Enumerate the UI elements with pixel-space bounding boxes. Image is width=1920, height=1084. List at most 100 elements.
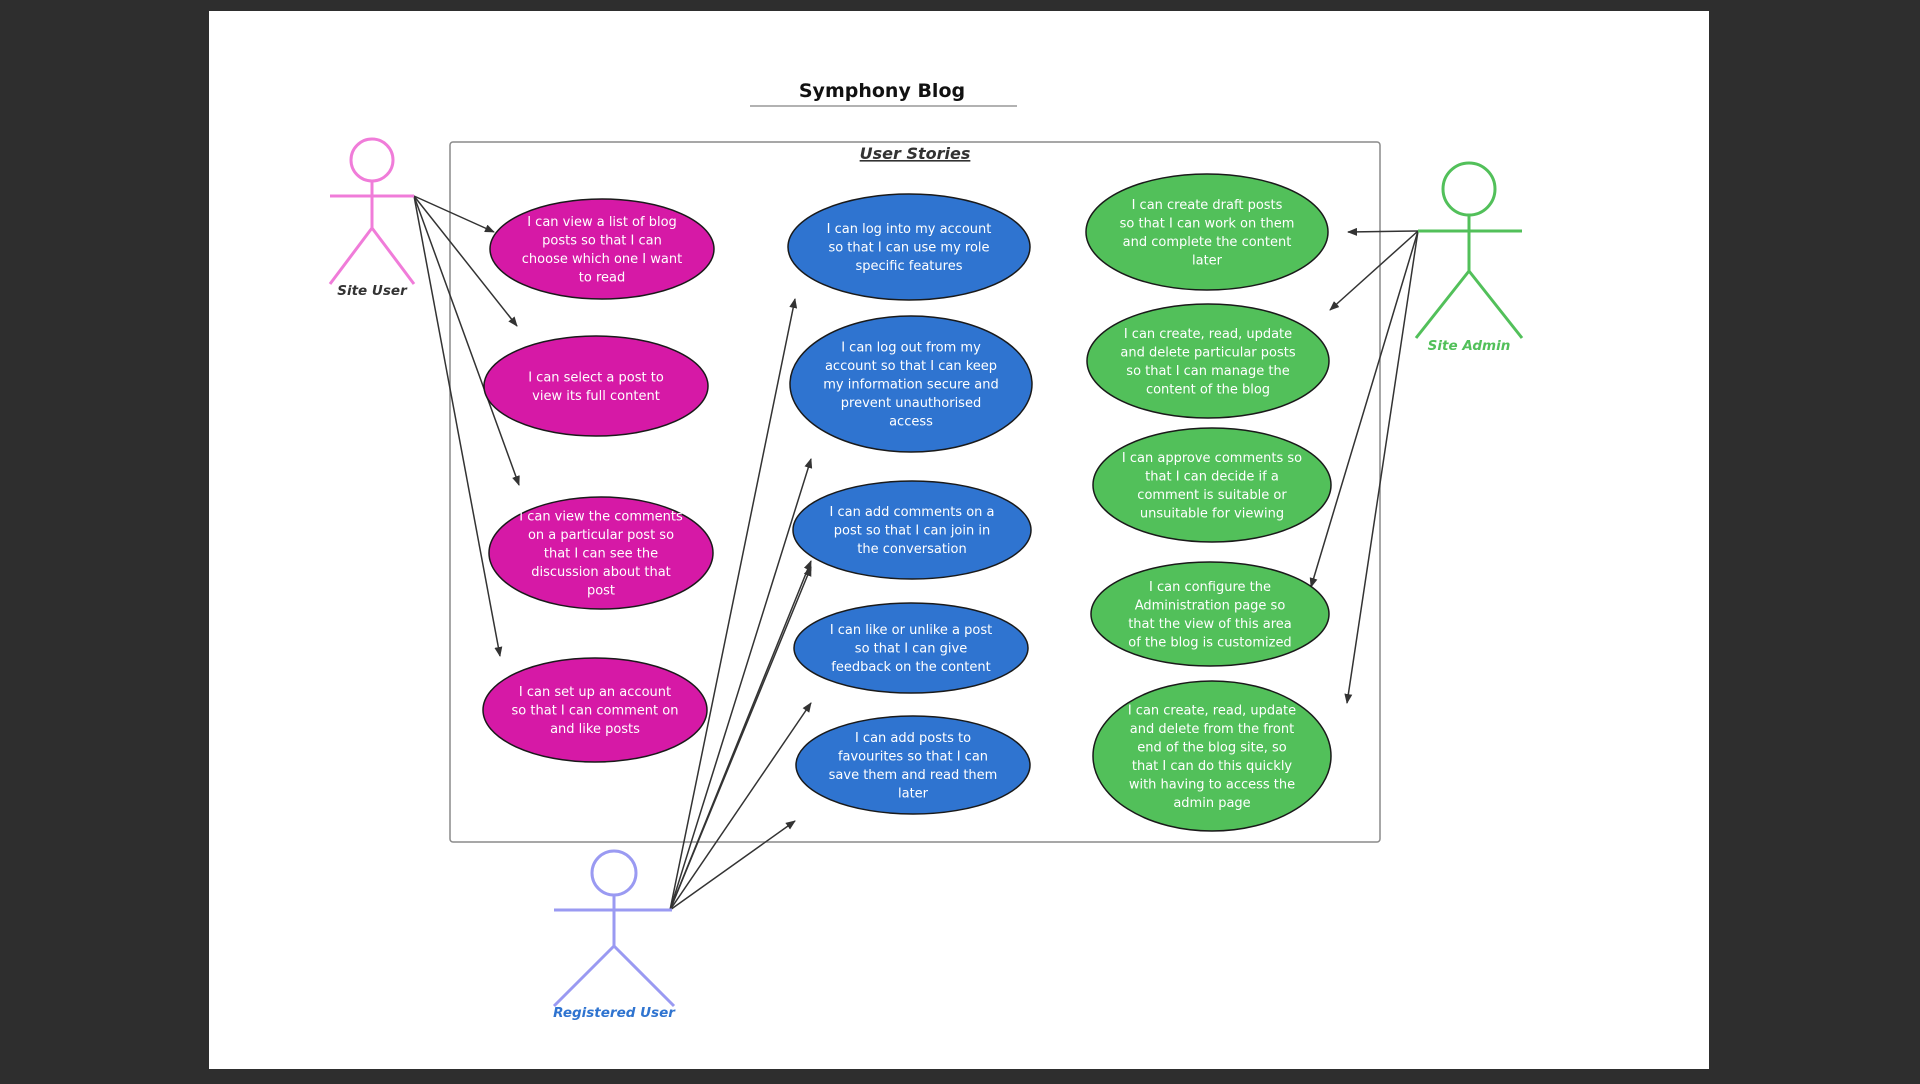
association-arrow (669, 298, 798, 911)
association-arrow (1344, 230, 1419, 704)
use-case-text-line: post (587, 584, 615, 599)
use-case-text-line: my information secure and (823, 378, 998, 393)
site-admin-stick-figure-icon (1414, 161, 1524, 339)
use-case-site-admin-1: I can create draft posts so that I can wo… (1085, 173, 1329, 291)
site-user-stick-figure-icon (328, 137, 416, 285)
use-case-text-line: feedback on the content (831, 660, 990, 675)
use-case-ellipse (793, 602, 1029, 694)
use-case-text-line: choose which one I want (522, 252, 682, 267)
use-case-ellipse (489, 198, 715, 300)
association-arrow (413, 195, 518, 327)
actor-registered-user: Registered User (552, 849, 676, 1021)
use-case-ellipse (482, 657, 708, 763)
use-case-text-line: access (889, 415, 933, 430)
association-arrow (413, 195, 503, 657)
use-case-text-line: I can view the comments (519, 510, 683, 525)
site-admin-label: Site Admin (1428, 338, 1511, 354)
use-case-text-line: and delete particular posts (1120, 345, 1295, 360)
system-boundary (449, 141, 1381, 843)
use-case-ellipse (787, 193, 1031, 301)
use-case-site-user-4: I can set up an account so that I can com… (482, 657, 708, 763)
use-case-text-line: that the view of this area (1128, 617, 1292, 632)
use-case-site-user-1: I can view a list of blog posts so that I… (489, 198, 715, 300)
use-case-text-line: I can select a post to (528, 370, 664, 385)
use-case-text-line: that I can do this quickly (1132, 759, 1293, 774)
use-case-text-line: Administration page so (1135, 598, 1286, 613)
use-case-text-line: I can log into my account (827, 222, 992, 237)
use-case-text-line: prevent unauthorised (841, 396, 981, 411)
use-case-text-line: so that I can use my role (828, 241, 989, 256)
use-case-text-line: specific features (856, 259, 963, 274)
association-arrow (669, 820, 796, 911)
use-case-text-line: so that I can give (855, 642, 967, 657)
site-user-label: Site User (337, 283, 408, 299)
use-case-text-line: I can create, read, update (1128, 703, 1296, 718)
registered-user-stick-figure-icon (552, 849, 676, 1008)
use-case-text-line: the conversation (857, 542, 966, 557)
use-case-text-line: on a particular post so (528, 528, 674, 543)
use-case-text-line: and complete the content (1123, 235, 1292, 250)
use-case-text-line: I can log out from my (841, 341, 981, 356)
use-case-registered-user-1: I can log into my account so that I can u… (787, 193, 1031, 301)
use-case-registered-user-3: I can add comments on a post so that I ca… (792, 480, 1032, 580)
use-case-text-line: I can view a list of blog (527, 215, 677, 230)
use-case-text-line: so that I can comment on (512, 704, 679, 719)
use-case-text-line: so that I can manage the (1126, 364, 1289, 379)
association-arrow (1329, 230, 1419, 311)
use-case-registered-user-2: I can log out from my account so that I c… (789, 315, 1033, 453)
use-case-text-line: I can add comments on a (829, 505, 994, 520)
use-case-site-admin-5: I can create, read, update and delete fro… (1092, 680, 1332, 832)
association-arrow (413, 195, 520, 486)
use-case-text-line: save them and read them (829, 768, 998, 783)
use-case-text-line: and like posts (550, 722, 640, 737)
use-case-ellipse (792, 480, 1032, 580)
use-case-text-line: I can like or unlike a post (830, 623, 992, 638)
association-arrow (669, 458, 813, 911)
association-arrow (669, 702, 812, 911)
use-case-text-line: to read (579, 270, 625, 285)
use-case-text-line: I can add posts to (855, 731, 971, 746)
use-case-site-user-3: I can view the comments on a particular p… (488, 496, 714, 610)
use-case-ellipse (795, 715, 1031, 815)
use-case-registered-user-5: I can add posts to favourites so that I c… (795, 715, 1031, 815)
use-case-text-line: I can set up an account (519, 685, 671, 700)
association-arrow (1347, 227, 1419, 236)
use-case-ellipse (1092, 427, 1332, 543)
registered-user-label: Registered User (553, 1005, 676, 1021)
use-case-text-line: discussion about that (531, 565, 671, 580)
use-case-text-line: favourites so that I can (838, 749, 988, 764)
use-case-ellipse (483, 335, 709, 437)
use-case-text-line: with having to access the (1129, 777, 1295, 792)
use-case-ellipse (1090, 561, 1330, 667)
use-case-registered-user-4: I can like or unlike a post so that I can… (793, 602, 1029, 694)
use-case-text-line: account so that I can keep (825, 359, 997, 374)
use-case-text-line: so that I can work on them (1120, 216, 1295, 231)
use-case-text-line: unsuitable for viewing (1140, 506, 1284, 521)
association-arrow (1309, 230, 1419, 588)
association-arrow (413, 195, 495, 233)
use-case-text-line: that I can decide if a (1145, 469, 1279, 484)
use-case-text-line: that I can see the (544, 547, 658, 562)
use-case-ellipse (789, 315, 1033, 453)
use-case-text-line: I can configure the (1149, 580, 1271, 595)
use-case-text-line: post so that I can join in (834, 524, 990, 539)
use-case-ellipse (1086, 303, 1330, 419)
use-case-text-line: posts so that I can (542, 233, 662, 248)
use-case-text-line: later (1192, 253, 1223, 268)
use-case-text-line: admin page (1173, 796, 1250, 811)
use-case-text-line: end of the blog site, so (1137, 740, 1286, 755)
use-cases: I can view a list of blog posts so that I… (482, 173, 1332, 832)
use-case-text-line: of the blog is customized (1128, 635, 1291, 650)
actor-site-user: Site User (328, 137, 416, 299)
actor-site-admin: Site Admin (1414, 161, 1524, 354)
use-case-text-line: and delete from the front (1130, 722, 1294, 737)
use-case-text-line: content of the blog (1146, 382, 1270, 397)
diagram-title: Symphony Blog (799, 80, 965, 102)
use-case-text-line: I can approve comments so (1122, 451, 1302, 466)
use-case-text-line: I can create draft posts (1132, 198, 1283, 213)
